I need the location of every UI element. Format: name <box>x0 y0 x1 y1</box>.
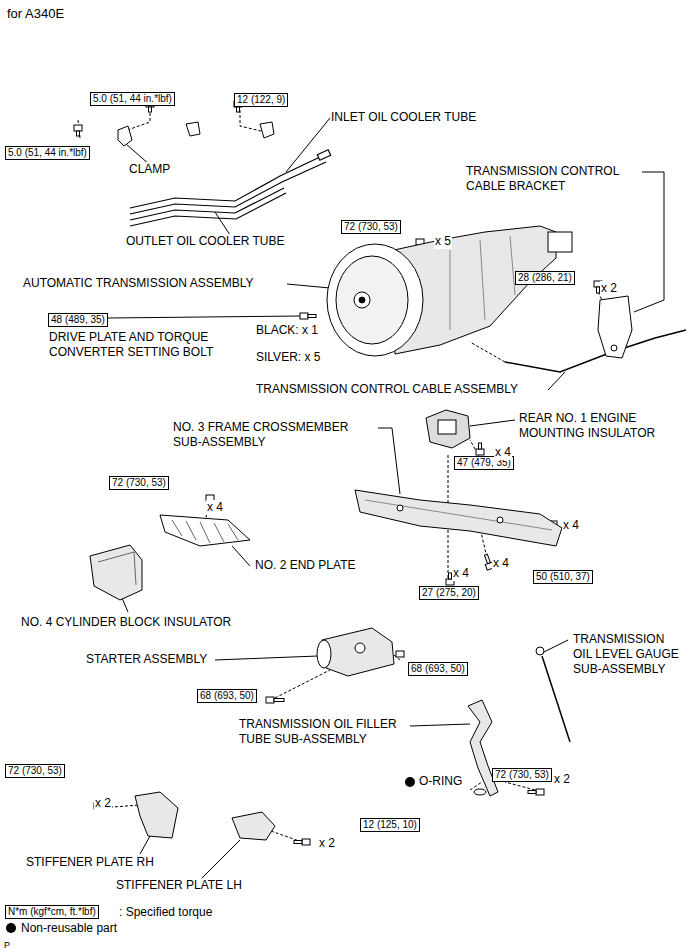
transmission-assembly <box>327 226 572 356</box>
torque-box: 68 (693, 50) <box>197 689 257 703</box>
dashed-leader <box>78 108 605 842</box>
part-label: x 2 <box>600 281 618 296</box>
clamp <box>118 122 274 146</box>
part-label: x 2 <box>553 772 571 787</box>
torque-value: 72 (730, 53) <box>344 221 398 232</box>
engine-mount <box>426 410 470 448</box>
part-label: x 2 <box>318 836 336 851</box>
torque-box: 28 (286, 21) <box>515 271 575 285</box>
part-label: O-RING <box>418 774 463 789</box>
torque-box: 12 (122, 9) <box>234 93 288 107</box>
starter <box>317 628 394 676</box>
part-label: NO. 3 FRAME CROSSMEMBER SUB-ASSEMBLY <box>172 420 364 450</box>
torque-value: 27 (275, 20) <box>422 587 476 598</box>
legend-entry: Non-reusable part <box>20 921 118 936</box>
torque-box: N*m (kgf*cm, ft.*lbf) <box>5 905 99 919</box>
part-label: TRANSMISSION CONTROL CABLE BRACKET <box>465 164 642 194</box>
torque-box: 72 (730, 53) <box>109 476 169 490</box>
diagram-title: for A340E <box>6 6 65 21</box>
non-reusable-dot <box>405 777 415 787</box>
torque-box: 72 (730, 53) <box>5 764 65 778</box>
legend-text: : Specified torque <box>119 905 212 919</box>
insulator <box>90 545 142 600</box>
torque-box: 72 (730, 53) <box>341 220 401 234</box>
end-plate <box>160 515 250 546</box>
torque-value: 5.0 (51, 44 in.*lbf) <box>93 93 172 104</box>
crossmember <box>355 490 562 546</box>
part-label: TRANSMISSION OIL FILLER TUBE SUB-ASSEMBL… <box>238 717 410 747</box>
torque-value: 68 (693, 50) <box>200 690 254 701</box>
torque-value: 50 (510, 37) <box>536 571 590 582</box>
bolt <box>74 101 602 845</box>
part-label: STIFFENER PLATE LH <box>115 878 243 893</box>
torque-value: 72 (730, 53) <box>8 765 62 776</box>
torque-box: 72 (730, 53) <box>492 768 552 782</box>
torque-box: 5.0 (51, 44 in.*lbf) <box>5 146 90 160</box>
part-label: NO. 2 END PLATE <box>254 558 356 573</box>
part-label: NO. 4 CYLINDER BLOCK INSULATOR <box>20 615 232 630</box>
torque-box: 27 (275, 20) <box>419 586 479 600</box>
torque-value: 72 (730, 53) <box>112 477 166 488</box>
part-label: INLET OIL COOLER TUBE <box>330 110 477 125</box>
legend-entry: : Specified torque <box>118 905 213 920</box>
part-label: STIFFENER PLATE RH <box>25 855 155 870</box>
part-label: CLAMP <box>128 162 171 177</box>
torque-box: 5.0 (51, 44 in.*lbf) <box>90 92 175 106</box>
torque-box: 68 (693, 50) <box>408 662 468 676</box>
part-label: x 2 <box>94 796 112 811</box>
part-label: DRIVE PLATE AND TORQUE CONVERTER SETTING… <box>48 330 235 360</box>
part-label: P <box>3 938 11 952</box>
part-label: x 4 <box>206 500 224 515</box>
torque-value: 12 (125, 10) <box>363 819 417 830</box>
part-label: SILVER: x 5 <box>255 350 321 365</box>
part-label: OUTLET OIL COOLER TUBE <box>125 234 285 249</box>
torque-value: 12 (122, 9) <box>237 94 285 105</box>
legend-dot <box>6 923 16 933</box>
part-label: TRANSMISSION CONTROL CABLE ASSEMBLY <box>255 382 519 397</box>
torque-value: 48 (489, 35) <box>51 314 105 325</box>
part-label: x 4 <box>452 566 470 581</box>
torque-box: 50 (510, 37) <box>533 570 593 584</box>
torque-value: 28 (286, 21) <box>518 272 572 283</box>
part-label: STARTER ASSEMBLY <box>85 652 208 667</box>
legend-text: Non-reusable part <box>21 921 117 935</box>
part-label: x 4 <box>494 445 512 460</box>
part-label: x 5 <box>434 234 452 249</box>
control-cable <box>505 296 686 372</box>
part-label: BLACK: x 1 <box>255 323 319 338</box>
torque-value: 68 (693, 50) <box>411 663 465 674</box>
part-label: REAR NO. 1 ENGINE MOUNTING INSULATOR <box>518 411 670 441</box>
torque-value: 5.0 (51, 44 in.*lbf) <box>8 147 87 158</box>
part-label: x 4 <box>492 556 510 571</box>
part-label: AUTOMATIC TRANSMISSION ASSEMBLY <box>22 276 255 291</box>
stiffener-plate <box>135 792 275 840</box>
torque-value: N*m (kgf*cm, ft.*lbf) <box>8 906 96 917</box>
part-label: x 4 <box>562 518 580 533</box>
leader-line <box>108 118 664 880</box>
torque-box: 12 (125, 10) <box>360 818 420 832</box>
torque-value: 72 (730, 53) <box>495 769 549 780</box>
part-label: TRANSMISSION OIL LEVEL GAUGE SUB-ASSEMBL… <box>572 632 684 677</box>
torque-box: 48 (489, 35) <box>48 313 108 327</box>
